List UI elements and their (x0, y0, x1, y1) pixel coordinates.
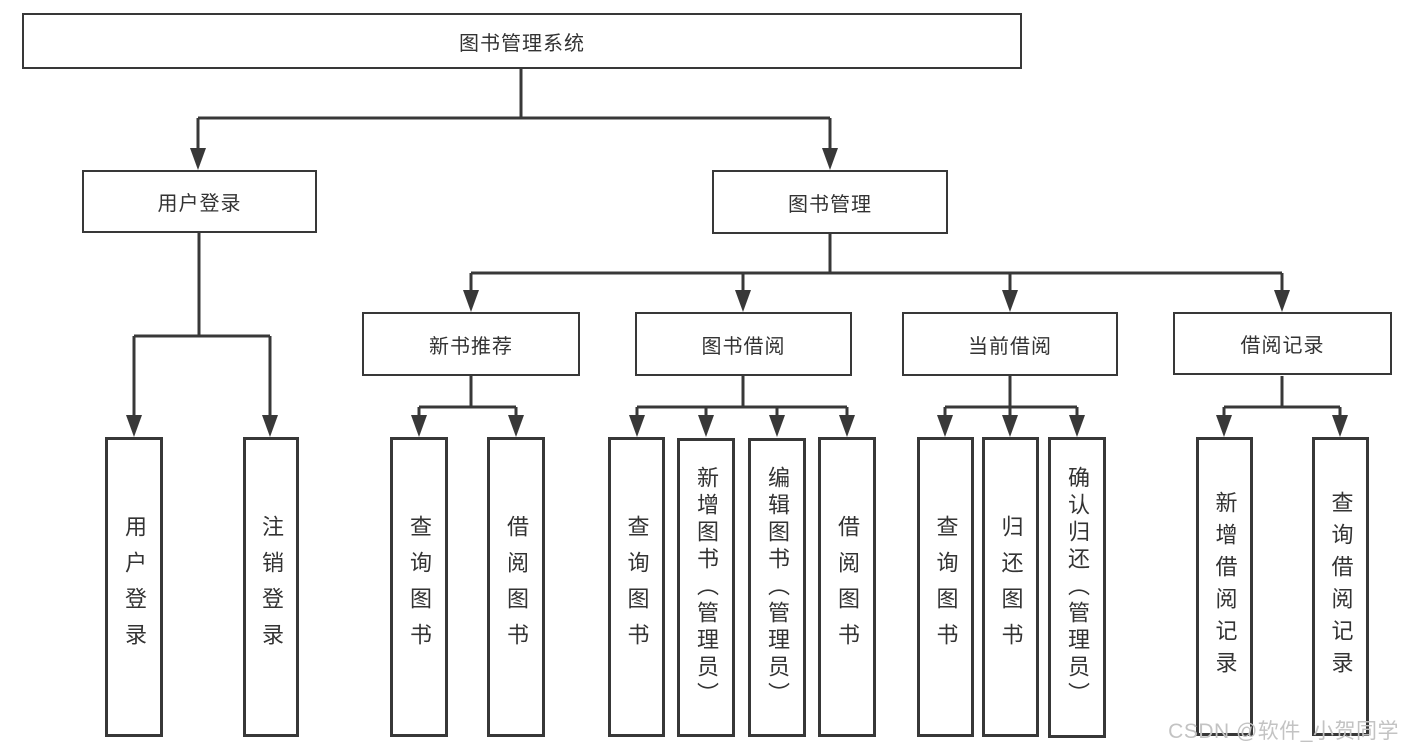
node-borrow-records: 借阅记录 (1173, 312, 1392, 375)
leaf-query-borrow-record: 查询借阅记录 (1312, 437, 1369, 736)
leaf-borrow-book-2-label: 借阅图书 (835, 515, 860, 659)
leaf-return-book: 归还图书 (982, 437, 1039, 737)
node-user-login: 用户登录 (82, 170, 317, 233)
node-book-borrow-label: 图书借阅 (701, 335, 786, 358)
connector-arrows (126, 148, 1348, 437)
leaf-query-book-1: 查询图书 (390, 437, 448, 737)
leaf-borrow-book-1: 借阅图书 (487, 437, 545, 737)
node-new-book-recommend-label: 新书推荐 (429, 335, 513, 358)
leaf-confirm-return-admin: 确认归还（管理员） (1048, 437, 1106, 738)
node-borrow-records-label: 借阅记录 (1240, 335, 1325, 357)
leaf-query-borrow-record-label: 查询借阅记录 (1328, 490, 1354, 683)
leaf-edit-book-admin: 编辑图书（管理员） (748, 438, 806, 737)
csdn-watermark: CSDN @软件_小贺同学 (1168, 720, 1399, 743)
leaf-query-book-2-label: 查询图书 (624, 515, 650, 659)
leaf-edit-book-admin-label: 编辑图书（管理员） (765, 466, 790, 709)
leaf-query-book-2: 查询图书 (608, 437, 665, 737)
leaf-user-login-label: 用户登录 (122, 515, 147, 659)
leaf-return-book-label: 归还图书 (998, 515, 1024, 659)
node-current-borrow-label: 当前借阅 (968, 335, 1052, 358)
leaf-borrow-book-1-label: 借阅图书 (504, 515, 529, 659)
leaf-query-book-3: 查询图书 (917, 437, 974, 737)
leaf-logout-label: 注销登录 (259, 515, 284, 659)
node-book-borrow: 图书借阅 (635, 312, 852, 376)
node-current-borrow: 当前借阅 (902, 312, 1118, 376)
leaf-query-book-1-label: 查询图书 (407, 515, 432, 659)
leaf-add-borrow-record: 新增借阅记录 (1196, 437, 1253, 736)
node-book-management: 图书管理 (712, 170, 948, 234)
node-root-system: 图书管理系统 (22, 13, 1022, 69)
leaf-add-book-admin-label: 新增图书（管理员） (694, 466, 719, 709)
leaf-confirm-return-admin-label: 确认归还（管理员） (1065, 466, 1090, 709)
leaf-add-borrow-record-label: 新增借阅记录 (1212, 490, 1238, 683)
leaf-logout: 注销登录 (243, 437, 299, 737)
leaf-user-login: 用户登录 (105, 437, 163, 737)
node-new-book-recommend: 新书推荐 (362, 312, 580, 376)
leaf-query-book-3-label: 查询图书 (933, 515, 959, 659)
node-user-login-label: 用户登录 (157, 193, 242, 215)
leaf-add-book-admin: 新增图书（管理员） (677, 438, 735, 737)
node-book-management-label: 图书管理 (788, 193, 872, 216)
leaf-borrow-book-2: 借阅图书 (818, 437, 876, 737)
node-root-label: 图书管理系统 (459, 32, 585, 55)
